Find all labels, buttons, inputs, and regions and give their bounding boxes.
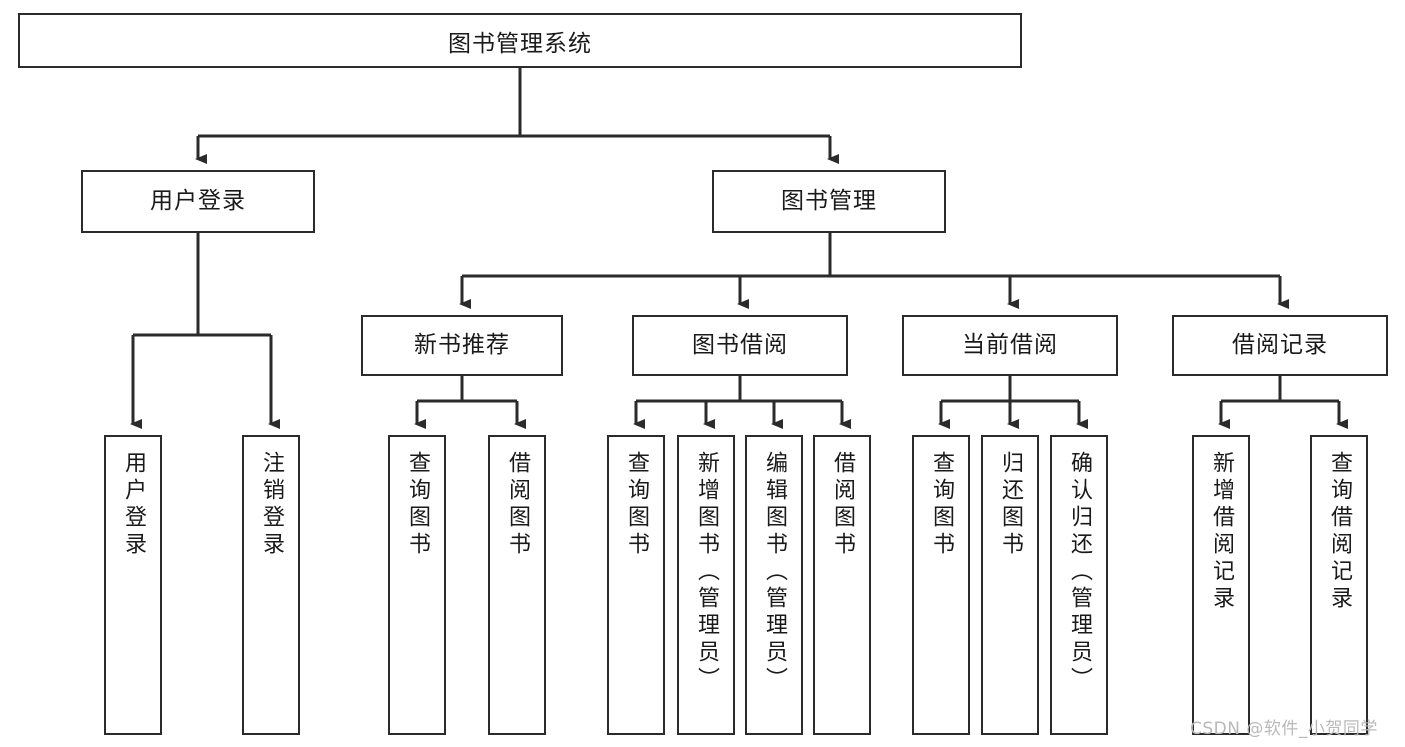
node-label: 用户登录 [121, 451, 146, 559]
leaf-query-borrow-record[interactable]: 查询借阅记录 [1310, 435, 1368, 735]
node-new-book-recommend[interactable]: 新书推荐 [361, 315, 563, 376]
leaf-user-login[interactable]: 用户登录 [104, 435, 162, 735]
leaf-borrow-book[interactable]: 借阅图书 [813, 435, 871, 735]
node-label: 借阅记录 [1232, 331, 1328, 358]
node-book-borrow[interactable]: 图书借阅 [632, 315, 848, 376]
leaf-add-book-admin[interactable]: 新增图书（管理员） [677, 435, 735, 735]
node-label: 新增图书（管理员） [694, 451, 719, 694]
leaf-add-borrow-record[interactable]: 新增借阅记录 [1192, 435, 1250, 735]
node-label: 查询图书 [405, 451, 430, 559]
node-label: 新书推荐 [414, 331, 510, 358]
node-borrow-record[interactable]: 借阅记录 [1172, 315, 1388, 376]
node-label: 当前借阅 [962, 331, 1058, 358]
node-root-system[interactable]: 图书管理系统 [18, 13, 1022, 68]
node-user-login[interactable]: 用户登录 [81, 170, 315, 233]
node-book-management[interactable]: 图书管理 [712, 170, 946, 233]
csdn-watermark: CSDN @软件_小贺同学 [1190, 719, 1378, 739]
node-label: 借阅图书 [830, 451, 855, 559]
node-label: 图书管理系统 [448, 30, 592, 57]
node-label: 查询借阅记录 [1327, 451, 1352, 613]
leaf-return-book[interactable]: 归还图书 [981, 435, 1039, 735]
leaf-query-book-recommend[interactable]: 查询图书 [388, 435, 446, 735]
node-label: 注销登录 [259, 451, 284, 559]
node-label: 归还图书 [998, 451, 1023, 559]
node-label: 编辑图书（管理员） [762, 451, 787, 694]
leaf-query-book-borrow[interactable]: 查询图书 [607, 435, 665, 735]
leaf-confirm-return-admin[interactable]: 确认归还（管理员） [1050, 435, 1108, 735]
node-label: 图书借阅 [692, 331, 788, 358]
node-label: 借阅图书 [505, 451, 530, 559]
leaf-edit-book-admin[interactable]: 编辑图书（管理员） [745, 435, 803, 735]
leaf-query-book-current[interactable]: 查询图书 [912, 435, 970, 735]
leaf-logout[interactable]: 注销登录 [242, 435, 300, 735]
node-label: 确认归还（管理员） [1067, 451, 1092, 694]
node-label: 图书管理 [781, 187, 877, 214]
node-label: 查询图书 [929, 451, 954, 559]
leaf-borrow-book-recommend[interactable]: 借阅图书 [488, 435, 546, 735]
node-current-borrow[interactable]: 当前借阅 [902, 315, 1118, 376]
node-label: 查询图书 [624, 451, 649, 559]
node-label: 新增借阅记录 [1209, 451, 1234, 613]
node-label: 用户登录 [150, 187, 246, 214]
